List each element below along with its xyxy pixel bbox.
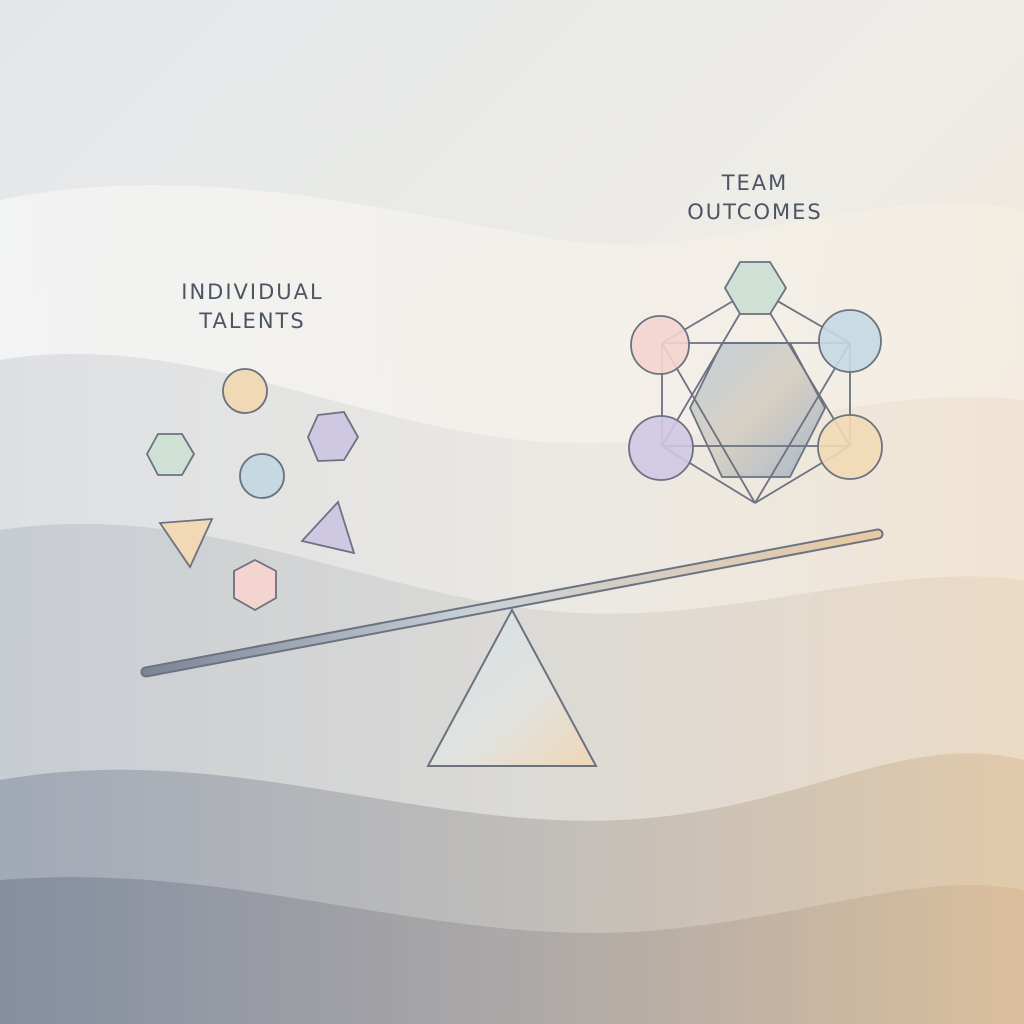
sky-circle-node [818, 309, 882, 373]
network-edge [754, 342, 851, 504]
team-outcomes-line-1: TEAM [721, 171, 789, 195]
individual-talents-line-2: TALENTS [199, 309, 306, 333]
rose-circle-node [630, 315, 690, 375]
lavender-hexagon [307, 411, 360, 462]
team-outcomes-label: TEAM OUTCOMES [655, 169, 855, 227]
sky-circle [239, 453, 285, 499]
team-outcome-network [628, 261, 883, 504]
peach-circle [222, 368, 268, 414]
rose-hexagon [233, 558, 277, 612]
team-outcomes-line-2: OUTCOMES [687, 200, 823, 224]
lavender-circle-node [628, 415, 694, 481]
individual-talent-shapes [145, 368, 360, 612]
peach-circle-node [817, 414, 883, 480]
seesaw-beam [142, 530, 882, 676]
background-wave [0, 877, 1024, 1024]
sage-hexagon [145, 433, 196, 476]
individual-talents-label: INDIVIDUAL TALENTS [150, 278, 355, 336]
lavender-triangle [300, 500, 356, 555]
seesaw-fulcrum [426, 607, 598, 767]
network-edge [661, 342, 756, 504]
individual-talents-line-1: INDIVIDUAL [181, 280, 324, 304]
peach-triangle [158, 517, 214, 569]
sage-hexagon-node [723, 261, 788, 315]
